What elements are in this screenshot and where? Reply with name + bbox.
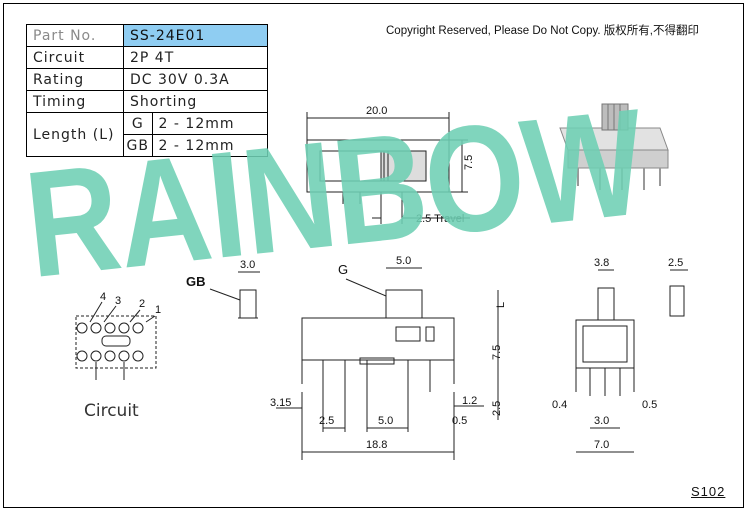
spec-label: Length (L) xyxy=(26,112,124,157)
spec-row-timing: Timing Shorting xyxy=(26,90,268,113)
pin-leader xyxy=(103,305,117,323)
top-view-body xyxy=(306,139,450,193)
right-offset-dimension: 1.2 xyxy=(462,395,477,407)
top-view: 20.0 7.5 2.5 Travel xyxy=(306,105,475,225)
g-actuator-outline xyxy=(385,289,423,318)
length-value: 2 - 12mm xyxy=(151,134,269,157)
front-view-body xyxy=(301,317,455,361)
pin-length-dimension: 2.5 xyxy=(491,401,503,416)
spec-row-circuit: Circuit 2P 4T xyxy=(26,46,268,69)
gb-width-dimension: 3.0 xyxy=(240,259,255,271)
drawing-code: S102 xyxy=(691,484,726,499)
side-pin-left-dimension: 0.4 xyxy=(552,399,567,411)
travel-dimension: 2.5 Travel xyxy=(416,213,464,225)
spec-value: 2P 4T xyxy=(123,46,268,69)
side-view-inner xyxy=(582,325,628,363)
drawing-frame xyxy=(3,3,744,508)
actuator-knob xyxy=(601,103,629,131)
side-body-width-dimension: 7.0 xyxy=(594,439,609,451)
side-pin-right-dimension: 0.5 xyxy=(642,399,657,411)
spec-label: Timing xyxy=(26,90,124,113)
top-height-dimension: 7.5 xyxy=(463,155,475,170)
spec-label: Rating xyxy=(26,68,124,91)
actuator-side-dimension: 2.5 xyxy=(668,257,683,269)
span-dimension: 5.0 xyxy=(378,415,393,427)
actuator-window xyxy=(395,326,421,342)
actuator-width-dimension: 3.8 xyxy=(594,257,609,269)
side-view-body xyxy=(575,319,635,369)
pin-leader xyxy=(129,309,141,323)
circuit-pin-1: 1 xyxy=(155,304,161,316)
circuit-pin-3: 3 xyxy=(115,295,121,307)
circuit-pin-4: 4 xyxy=(100,291,106,303)
circuit-caption: Circuit xyxy=(84,401,139,421)
side-pin-pitch-dimension: 3.0 xyxy=(594,415,609,427)
left-offset-dimension: 3.15 xyxy=(270,397,291,409)
g-width-dimension: 5.0 xyxy=(396,255,411,267)
l-dimension: L xyxy=(495,302,507,308)
circuit-pin-2: 2 xyxy=(139,298,145,310)
pin-leader xyxy=(89,301,103,323)
side-view-actuator xyxy=(597,287,615,321)
spec-table: Part No. SS-24E01 Circuit 2P 4T Rating D… xyxy=(26,24,269,157)
length-code: GB xyxy=(123,134,153,157)
center-boss xyxy=(359,357,395,365)
actuator-side-detail xyxy=(669,285,685,317)
pin-width-dimension: 0.5 xyxy=(452,415,467,427)
spec-row-rating: Rating DC 30V 0.3A xyxy=(26,68,268,91)
top-width-dimension: 20.0 xyxy=(366,105,387,117)
pitch-dimension: 2.5 xyxy=(319,415,334,427)
circuit-diagram: 4 3 2 1 xyxy=(75,291,161,380)
spec-row-length-gb: GB 2 - 12mm xyxy=(27,134,269,157)
g-leader xyxy=(345,278,387,297)
side-view: 3.8 7.0 3.0 0.4 0.5 2.5 xyxy=(552,257,688,453)
actuator-window xyxy=(425,326,435,342)
gb-label: GB xyxy=(186,274,206,289)
front-pins xyxy=(322,360,431,392)
gb-actuator-outline xyxy=(239,289,257,318)
switch-3d-illustration xyxy=(559,103,669,190)
copyright-notice: Copyright Reserved, Please Do Not Copy. … xyxy=(386,25,699,37)
g-label: G xyxy=(338,262,348,277)
circuit-outline xyxy=(75,315,157,369)
pin-leader xyxy=(145,315,156,323)
overall-dimension: 18.8 xyxy=(366,439,387,451)
spec-row-part-no: Part No. SS-24E01 xyxy=(26,24,268,47)
spec-value: DC 30V 0.3A xyxy=(123,68,268,91)
front-view: 3.0 GB 5.0 G L 7.5 2.5 18.8 2.5 5.0 0.5 … xyxy=(186,255,507,460)
gb-leader xyxy=(209,288,241,301)
body-height-dimension: 7.5 xyxy=(491,345,503,360)
